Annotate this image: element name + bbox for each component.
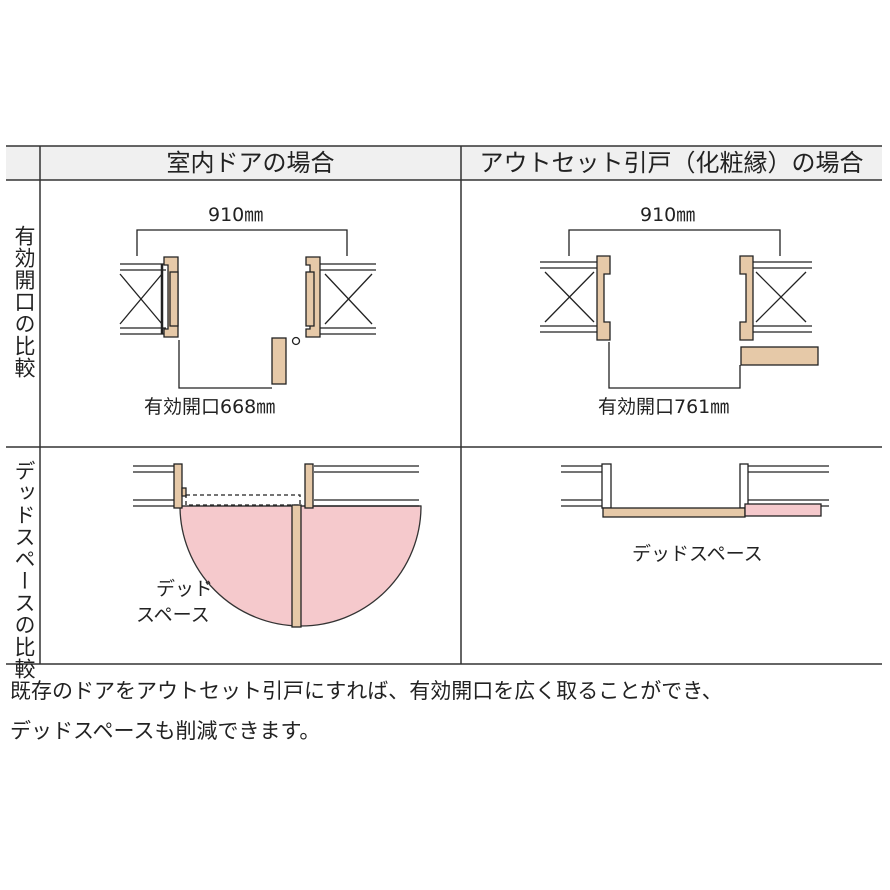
caption-line-1: 既存のドアをアウトセット引戸にすれば、有効開口を広く取ることができ、 <box>10 679 723 703</box>
table-grid <box>6 145 882 665</box>
outset-door-panel <box>602 507 746 518</box>
dead-space-label-line1: デッド <box>156 578 214 600</box>
right-casing <box>739 255 754 341</box>
outset-door-dead-space <box>561 463 829 518</box>
dead-space-area <box>744 503 822 517</box>
closed-door-outline <box>185 494 301 506</box>
left-wall <box>540 261 600 333</box>
right-effective-opening-label: 有効開口761㎜ <box>598 396 730 418</box>
right-wall <box>316 263 376 335</box>
header-outset-sliding-door: アウトセット引戸（化粧縁）の場合 <box>479 149 864 177</box>
interior-door-dead-space <box>133 463 422 628</box>
left-effective-opening-label: 有効開口668㎜ <box>144 396 276 418</box>
dead-space-label-line2: スペース <box>136 604 210 626</box>
open-door-leaf <box>291 504 302 628</box>
outset-sliding-door-opening <box>540 229 819 389</box>
header-interior-door: 室内ドアの場合 <box>166 149 335 177</box>
right-width-label: 910㎜ <box>640 204 696 226</box>
sliding-door-panel <box>740 346 819 366</box>
interior-door-opening <box>119 229 376 389</box>
left-casing <box>596 255 611 341</box>
dead-space-label-right: デッドスペース <box>632 543 763 565</box>
row-label-dead-space: デッドスペースの比較 <box>12 460 36 680</box>
row-label-opening: 有効開口の比較 <box>12 225 36 379</box>
right-wall <box>750 261 812 333</box>
left-wall <box>119 263 166 335</box>
open-door-leaf <box>271 337 287 385</box>
left-width-label: 910㎜ <box>208 204 264 226</box>
caption-line-2: デッドスペースも削減できます。 <box>10 719 321 743</box>
